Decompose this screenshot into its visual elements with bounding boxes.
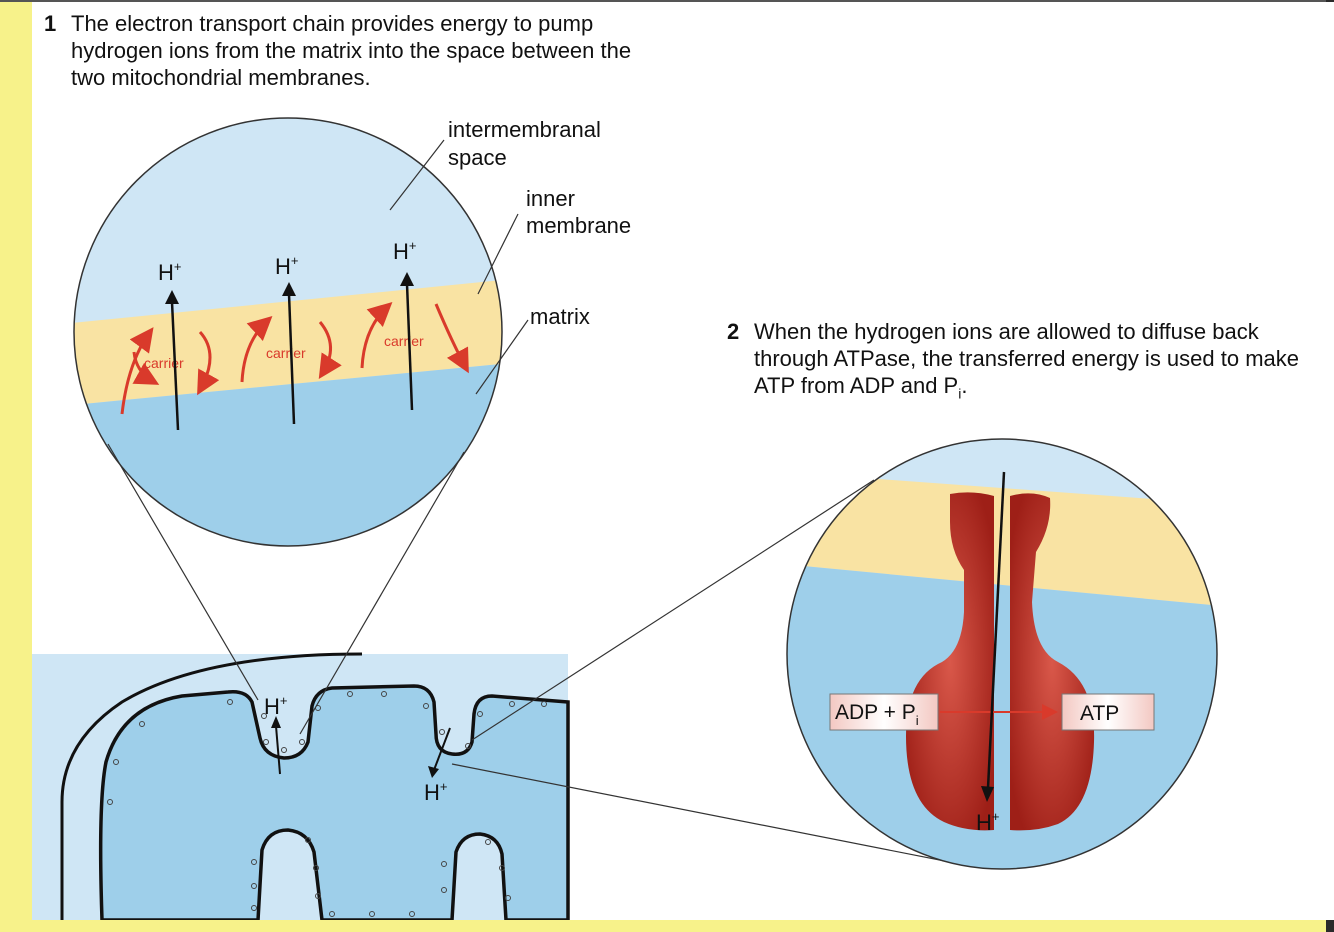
zoom-line-a-right bbox=[299, 451, 465, 735]
inner-membrane-band bbox=[787, 472, 1217, 606]
inner-membrane-cristae bbox=[98, 684, 570, 920]
matrix-region bbox=[787, 564, 1217, 869]
step-1-number: 1 bbox=[44, 11, 57, 36]
carrier-label: carrier bbox=[266, 345, 306, 361]
carrier-arrow-up bbox=[120, 327, 154, 415]
atpase-particles bbox=[107, 691, 547, 917]
zoom-line-b-top bbox=[471, 479, 875, 741]
step-2-text: When the hydrogen ions are allowed to di… bbox=[727, 318, 1327, 407]
inner-membrane-leader bbox=[477, 213, 519, 295]
atpase-right-half bbox=[1010, 493, 1095, 831]
hydrogen-ion-label: H+ bbox=[158, 259, 181, 285]
hydrogen-ion-label: H+ bbox=[424, 779, 447, 805]
mitochondrion-diagram: carrier carrier carrier H+ H+ bbox=[32, 117, 1218, 920]
step-1-text: The electron transport chain provides en… bbox=[71, 11, 632, 90]
proton-pump-arrow-1: H+ bbox=[158, 259, 181, 431]
matrix-label: matrix bbox=[530, 304, 590, 329]
step-2-number: 2 bbox=[727, 319, 740, 344]
zoom-line-a-left bbox=[107, 443, 259, 701]
carrier-arrow-up bbox=[240, 315, 273, 383]
zoom-circle-outline bbox=[786, 438, 1218, 870]
atp-box: ATP bbox=[1061, 693, 1155, 731]
inner-membrane-label: inner membrane bbox=[526, 186, 631, 238]
zoom-line-b-bottom bbox=[451, 763, 971, 867]
carrier-label: carrier bbox=[144, 355, 184, 371]
carrier-2: carrier bbox=[240, 315, 342, 383]
step-2-main-text: When the hydrogen ions are allowed to di… bbox=[754, 319, 1300, 398]
outer-membrane bbox=[60, 652, 363, 920]
carrier-arrow-up bbox=[360, 301, 393, 369]
carrier-3: carrier bbox=[360, 301, 469, 374]
zoom-circle-outline bbox=[73, 117, 503, 547]
hydrogen-ion-label: H+ bbox=[264, 693, 287, 719]
atpase-proton-arrow: H+ bbox=[976, 471, 1006, 835]
proton-pump-arrow-2: H+ bbox=[275, 253, 298, 425]
matrix-leader bbox=[475, 319, 529, 395]
hydrogen-ion-label: H+ bbox=[393, 238, 416, 264]
zoom-circle-atpase: ADP + Pi ATP H+ bbox=[786, 438, 1218, 870]
carrier-arrow-curve bbox=[197, 330, 220, 396]
carrier-label: carrier bbox=[384, 333, 424, 349]
step-1-caption: 1 The electron transport chain provides … bbox=[44, 10, 664, 91]
carrier-arrow-curve bbox=[318, 321, 342, 380]
hydrogen-ion-label: H+ bbox=[275, 253, 298, 279]
atp-label: ATP bbox=[1080, 702, 1119, 725]
step-2-end: . bbox=[961, 373, 968, 398]
hydrogen-ion-label: H+ bbox=[976, 809, 999, 835]
zoom-circle-etc: carrier carrier carrier H+ H+ bbox=[73, 117, 503, 547]
carrier-arrow-small bbox=[132, 351, 160, 385]
adp-pi-label: ADP + Pi bbox=[835, 701, 919, 728]
crista-proton-arrow-up: H+ bbox=[264, 693, 287, 775]
crista-proton-arrow-down: H+ bbox=[424, 727, 451, 805]
intermembranal-space-label: intermembranal space bbox=[448, 117, 607, 170]
step-2-subscript: i bbox=[958, 385, 962, 402]
proton-pump-arrow-3: H+ bbox=[393, 238, 416, 411]
window-top-border bbox=[0, 0, 1334, 2]
adp-pi-box: ADP + Pi bbox=[829, 693, 939, 731]
carrier-arrow-curve bbox=[434, 303, 469, 374]
intermembranal-space-leader bbox=[389, 139, 445, 211]
mitochondrion-section: H+ H+ bbox=[32, 652, 570, 920]
document-page: 1 The electron transport chain provides … bbox=[32, 2, 1334, 920]
atp-synthase bbox=[906, 492, 1095, 831]
atpase-left-half bbox=[906, 492, 994, 831]
step-2-caption: 2 When the hydrogen ions are allowed to … bbox=[727, 318, 1327, 407]
